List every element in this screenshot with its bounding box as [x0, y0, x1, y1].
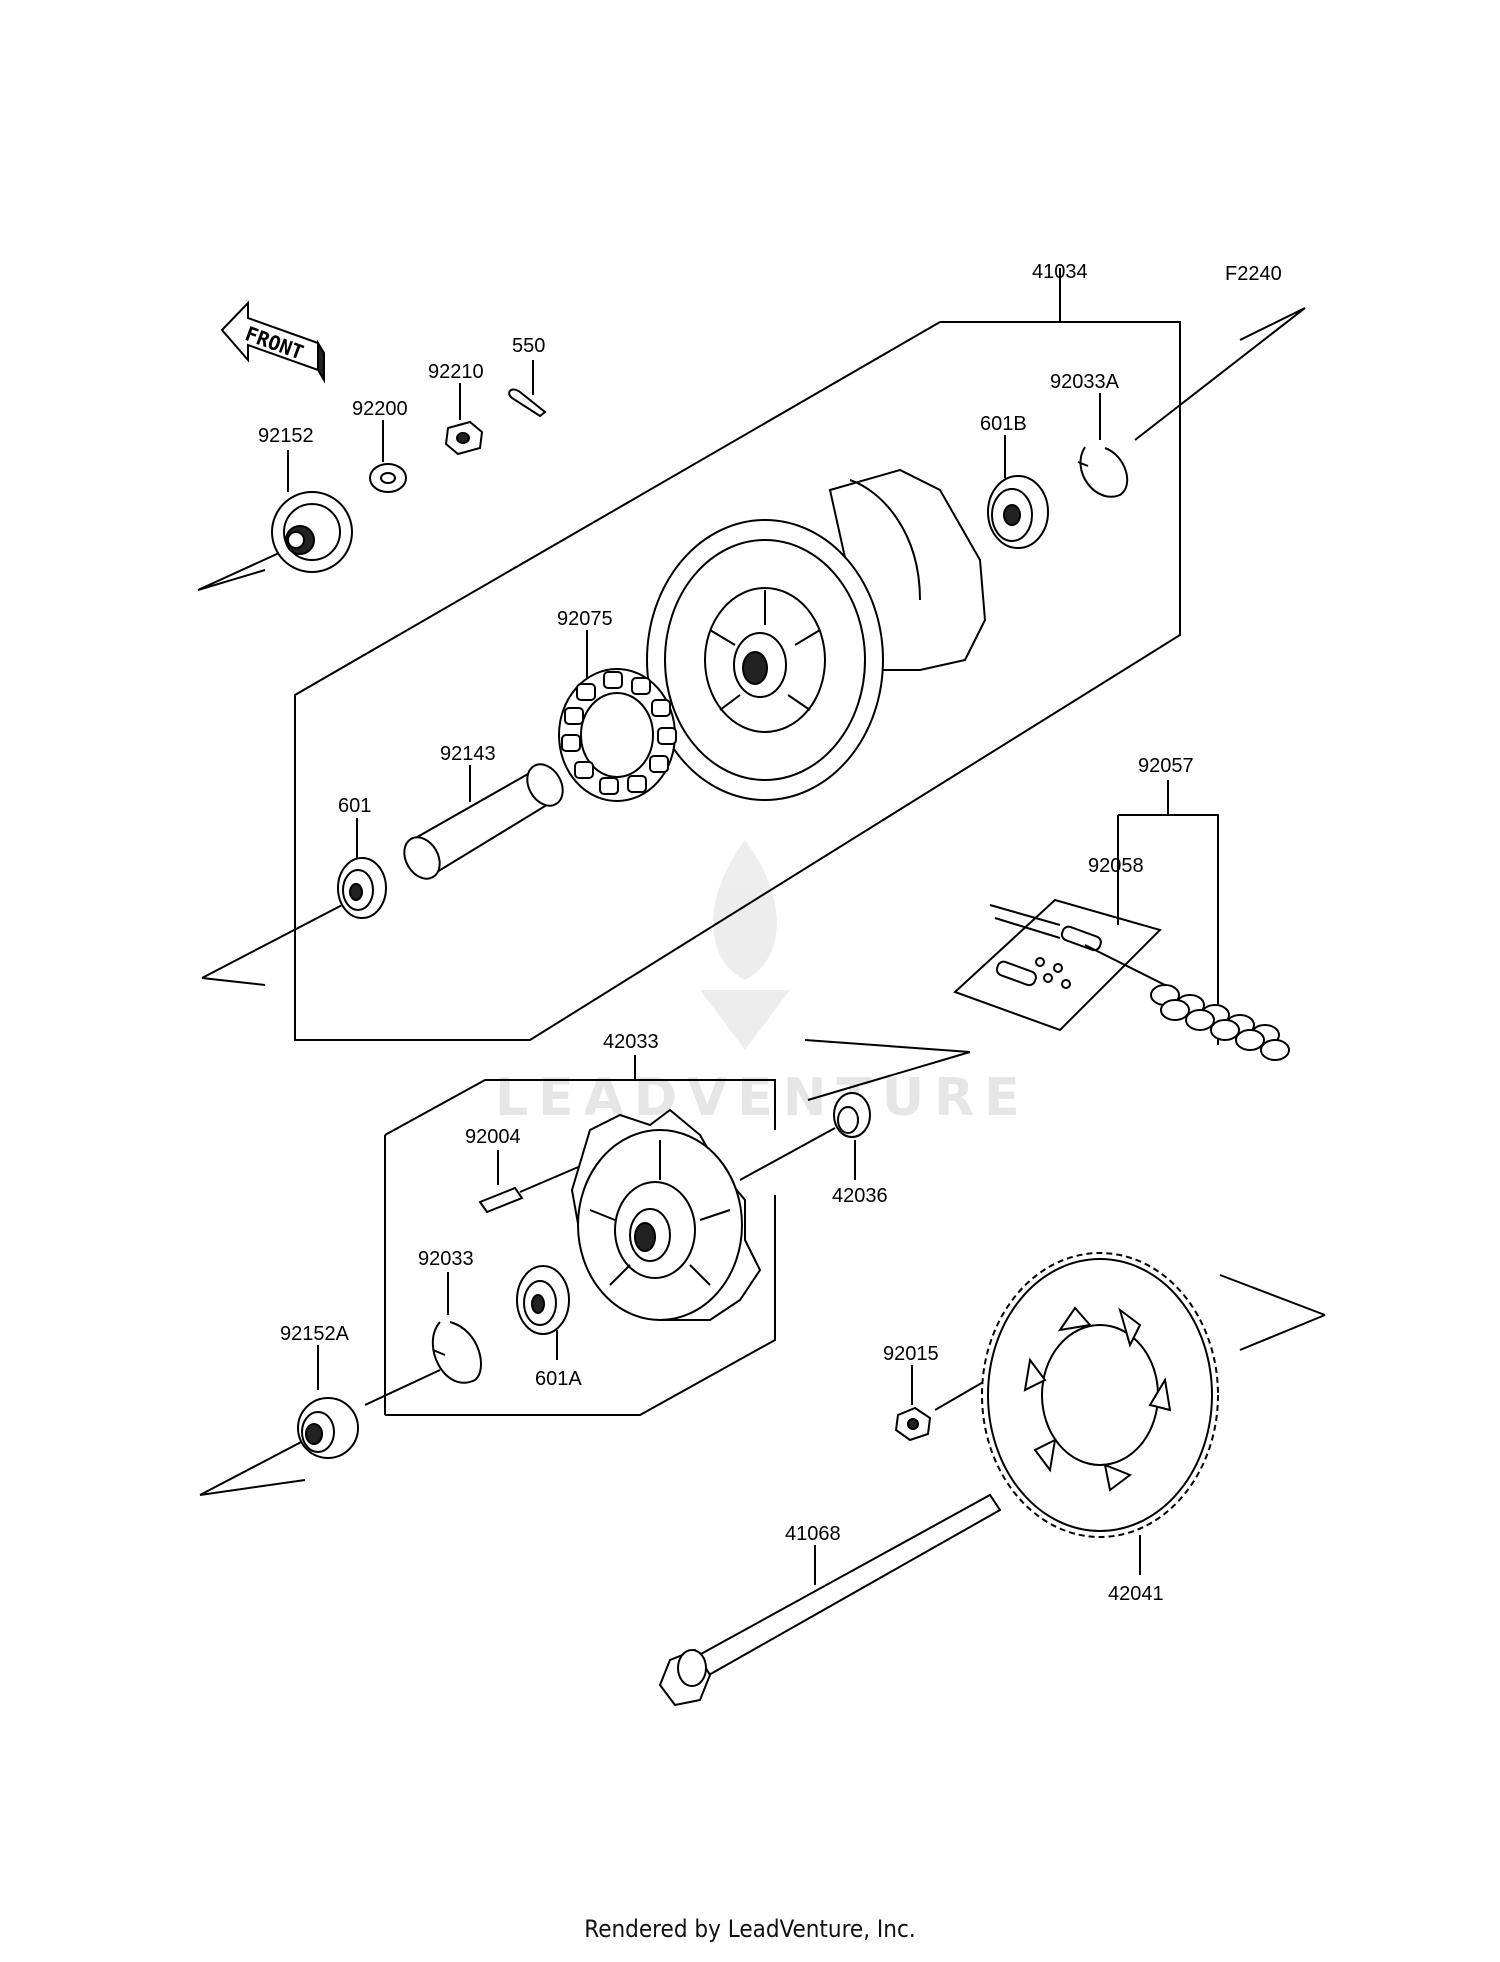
callout-41034: 41034	[1032, 261, 1088, 283]
rear-sprocket-42041	[981, 1252, 1219, 1575]
damper-rubber-92075	[558, 630, 677, 802]
collar-92152A	[297, 1345, 359, 1459]
callout-41068: 41068	[785, 1523, 841, 1545]
leadventure-watermark: LEADVENTURE	[495, 840, 1030, 1128]
bearing-601A	[516, 1265, 570, 1360]
callout-92004: 92004	[465, 1126, 521, 1148]
collar-42036	[739, 1092, 871, 1181]
wheel-assembly-bracket	[294, 268, 1181, 1041]
front-arrow-icon: FRONT	[220, 300, 325, 384]
bearing-601B	[987, 435, 1049, 549]
callout-550: 550	[512, 335, 545, 357]
sprocket-coupling-42033	[570, 1108, 762, 1321]
callout-92143: 92143	[440, 743, 496, 765]
callout-42033: 42033	[603, 1031, 659, 1053]
axis-lines-bottom	[199, 1039, 1326, 1496]
axis-lines-top	[197, 307, 1306, 986]
chain-bracket	[1117, 780, 1219, 1045]
callout-601B: 601B	[980, 413, 1027, 435]
callout-92152A: 92152A	[280, 1323, 350, 1345]
cotter-pin-550	[508, 360, 547, 418]
figure-code: F2240	[1225, 263, 1282, 285]
callout-92033A: 92033A	[1050, 371, 1120, 393]
callout-92210: 92210	[428, 361, 484, 383]
callout-42041: 42041	[1108, 1583, 1164, 1605]
circlip-92033	[364, 1272, 482, 1406]
callout-92033: 92033	[418, 1248, 474, 1270]
callout-92075: 92075	[557, 608, 613, 630]
bearing-601	[337, 818, 387, 919]
callout-601A: 601A	[535, 1368, 582, 1390]
callout-92015: 92015	[883, 1343, 939, 1365]
callout-92200: 92200	[352, 398, 408, 420]
render-credit: Rendered by LeadVenture, Inc.	[584, 1915, 916, 1943]
watermark-text: LEADVENTURE	[495, 1068, 1030, 1128]
castle-nut-92210	[444, 383, 484, 456]
rear-wheel-hub-41034	[646, 468, 987, 801]
spacer-92143	[403, 763, 564, 880]
callout-92152: 92152	[258, 425, 314, 447]
circlip-92033A	[1077, 393, 1129, 498]
washer-92200	[369, 420, 407, 493]
sprocket-hub-bracket	[384, 1055, 776, 1416]
callout-92057: 92057	[1138, 755, 1194, 777]
callout-92058: 92058	[1088, 855, 1144, 877]
drive-chain-92057	[953, 898, 1290, 1061]
axle-41068	[658, 1493, 1002, 1707]
callout-601: 601	[338, 795, 371, 817]
collar-92152	[271, 450, 353, 573]
callout-42036: 42036	[832, 1185, 888, 1207]
